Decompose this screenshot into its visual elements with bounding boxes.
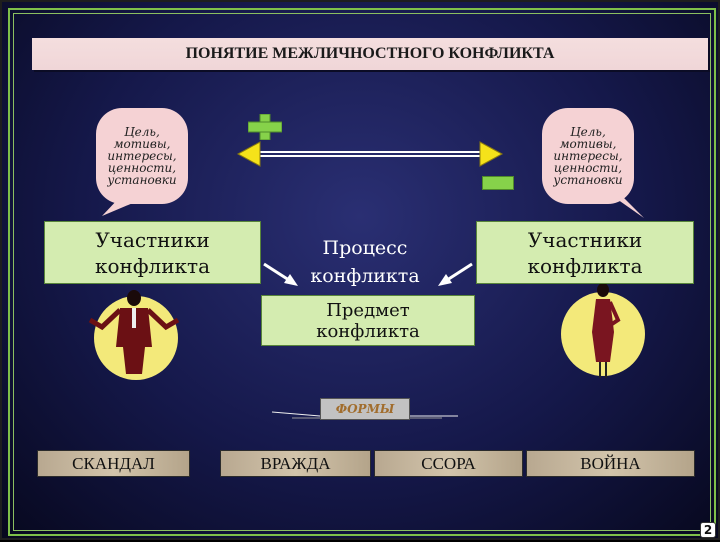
- page-title: ПОНЯТИЕ МЕЖЛИЧНОСТНОГО КОНФЛИКТА: [32, 38, 708, 70]
- bubble-left-line: интересы,: [107, 149, 177, 163]
- speech-bubble-right: Цель, мотивы, интересы, ценности, устано…: [542, 108, 634, 204]
- subject-line2: конфликта: [316, 320, 420, 342]
- plus-sign-icon: [248, 114, 282, 140]
- conflict-process-label: Процесс конфликта: [290, 234, 440, 290]
- forms-label: ФОРМЫ: [320, 398, 410, 420]
- bubble-right-line: интересы,: [553, 149, 623, 163]
- form-war: ВОЙНА: [526, 450, 695, 477]
- form-scandal: СКАНДАЛ: [37, 450, 190, 477]
- bubble-right-line: Цель,: [570, 125, 606, 139]
- speech-bubble-left: Цель, мотивы, интересы, ценности, устано…: [96, 108, 188, 204]
- minus-sign-icon: [482, 176, 514, 190]
- participants-left-box: Участники конфликта: [44, 221, 261, 284]
- participants-right-box: Участники конфликта: [476, 221, 694, 284]
- bubble-left-line: мотивы,: [113, 137, 171, 151]
- process-line2: конфликта: [310, 265, 420, 287]
- conflict-subject-box: Предмет конфликта: [261, 295, 475, 346]
- subject-line1: Предмет: [326, 299, 410, 321]
- bubble-left-line: ценности,: [107, 161, 177, 175]
- form-quarrel: ССОРА: [374, 450, 523, 477]
- participants-right-line2: конфликта: [527, 253, 643, 278]
- bubble-right-line: установки: [553, 173, 623, 187]
- slide-frame: [8, 8, 716, 536]
- participants-left-line1: Участники: [95, 227, 210, 252]
- participants-left-line2: конфликта: [94, 253, 211, 278]
- page-number: 2: [700, 522, 716, 538]
- bubble-right-line: мотивы,: [559, 137, 617, 151]
- bubble-left-line: установки: [107, 173, 177, 187]
- form-enmity: ВРАЖДА: [220, 450, 371, 477]
- bubble-right-line: ценности,: [553, 161, 623, 175]
- slide-inner-frame: [13, 13, 711, 531]
- participants-right-line1: Участники: [527, 227, 643, 252]
- bubble-left-line: Цель,: [124, 125, 160, 139]
- process-line1: Процесс: [322, 237, 408, 259]
